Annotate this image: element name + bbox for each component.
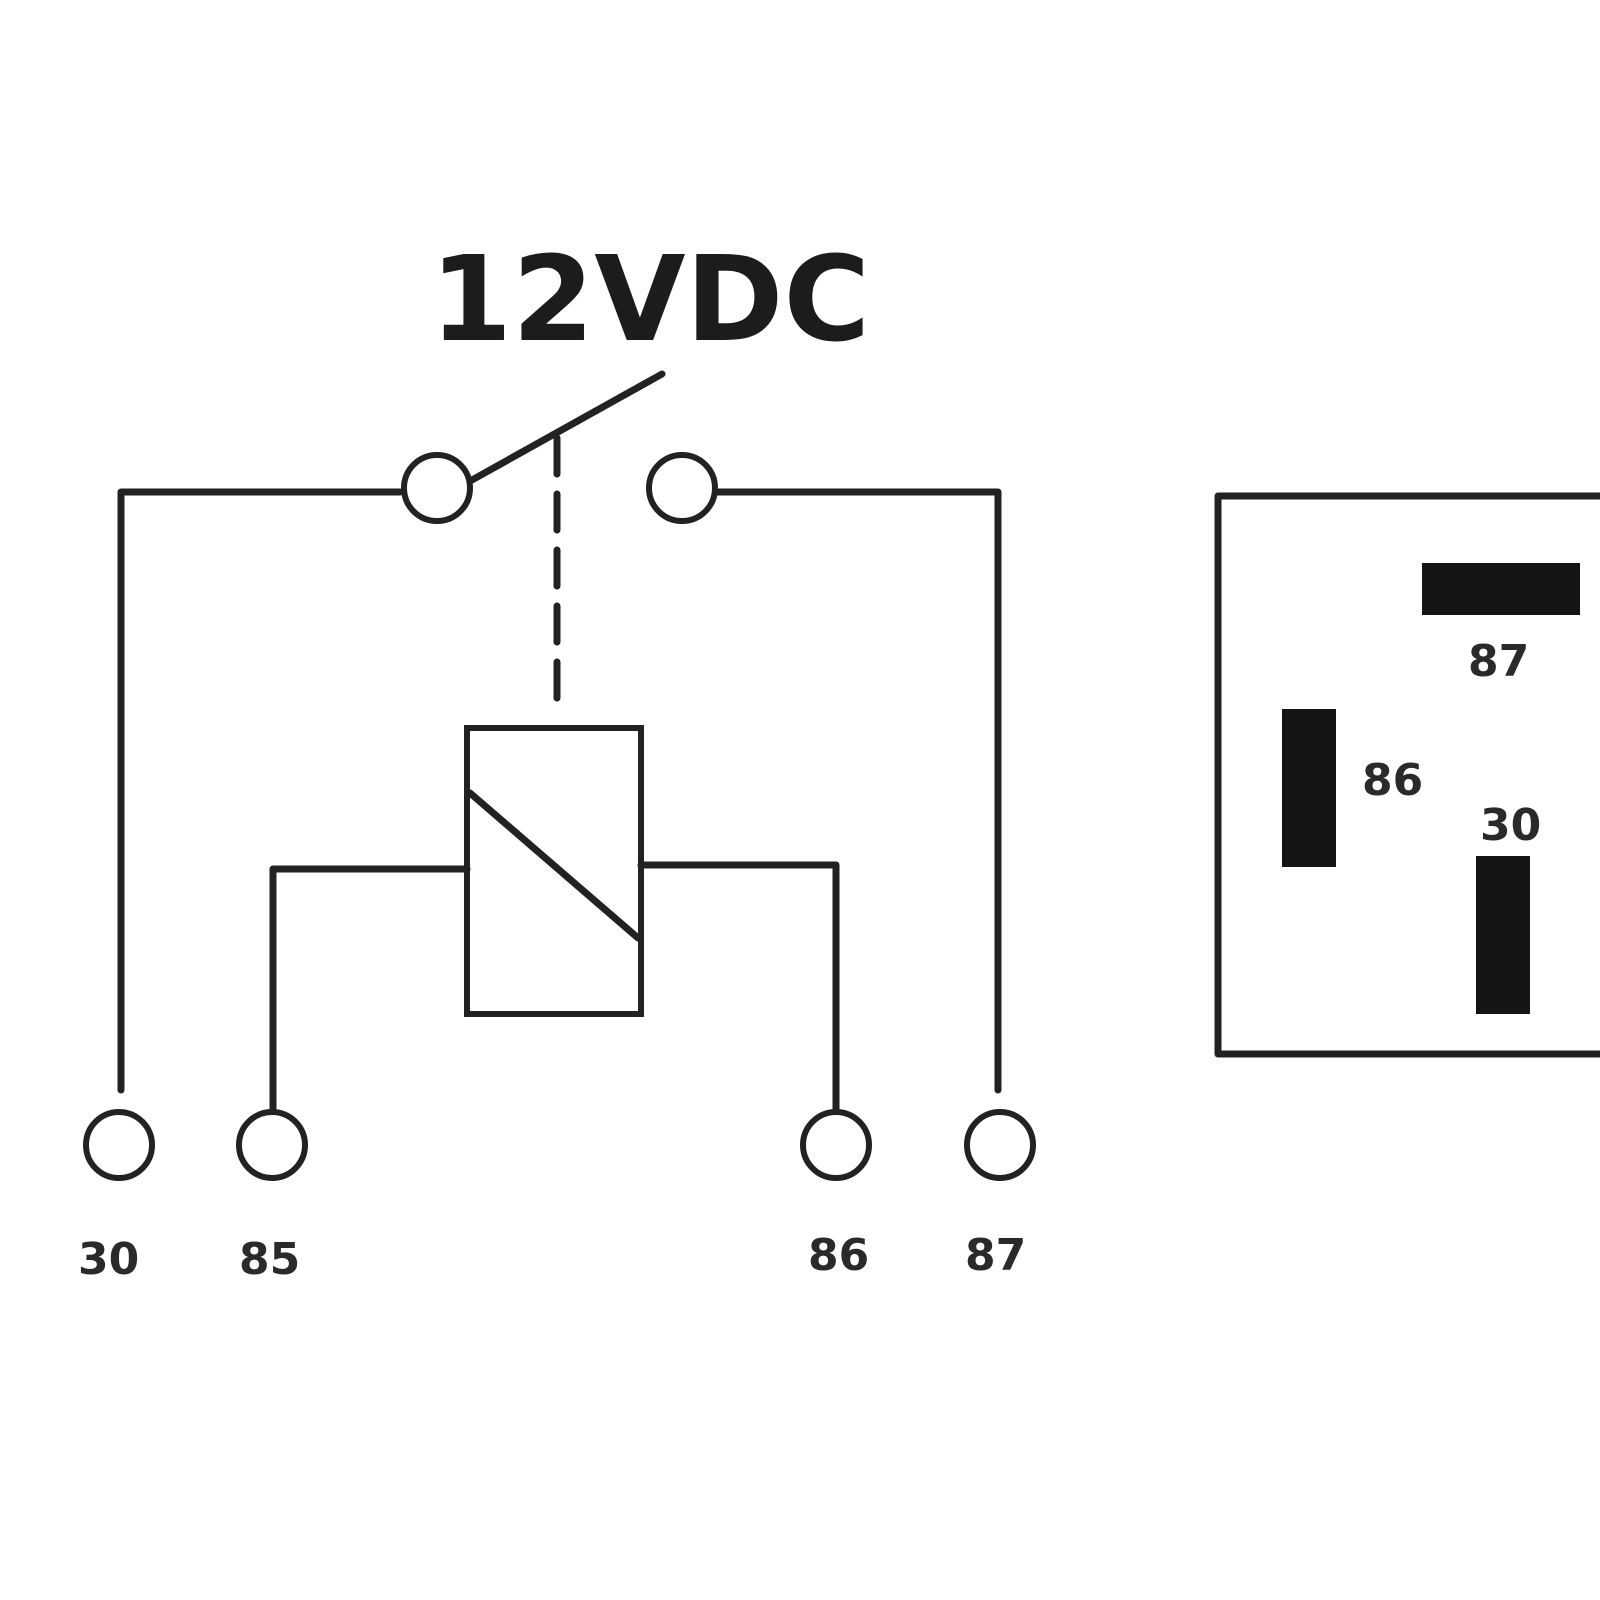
relay-coil <box>464 725 644 1017</box>
pin-label-87: 87 <box>1468 636 1529 687</box>
wire-86 <box>637 861 840 1114</box>
terminal-85 <box>236 1109 308 1181</box>
wire-85 <box>269 865 471 1114</box>
coil-diagonal <box>466 789 642 942</box>
pin-label-30: 30 <box>1480 800 1541 851</box>
switch-blade <box>468 370 666 484</box>
pin-87 <box>1422 563 1580 615</box>
pin-label-86: 86 <box>1362 755 1423 806</box>
terminal-label-30: 30 <box>78 1234 139 1285</box>
terminal-87 <box>964 1109 1036 1181</box>
pinout-outline <box>1214 492 1600 1058</box>
wire-87 <box>711 488 1002 1094</box>
switch-contact-right <box>646 452 718 524</box>
terminal-30 <box>83 1109 155 1181</box>
terminal-label-86: 86 <box>808 1230 869 1281</box>
wire-30 <box>117 488 404 1094</box>
terminal-86 <box>800 1109 872 1181</box>
switch-contact-left <box>401 452 473 524</box>
pin-30 <box>1476 856 1530 1014</box>
pin-86 <box>1282 709 1336 867</box>
voltage-label: 12VDC <box>430 230 870 368</box>
terminal-label-87: 87 <box>965 1230 1026 1281</box>
terminal-label-85: 85 <box>239 1234 300 1285</box>
